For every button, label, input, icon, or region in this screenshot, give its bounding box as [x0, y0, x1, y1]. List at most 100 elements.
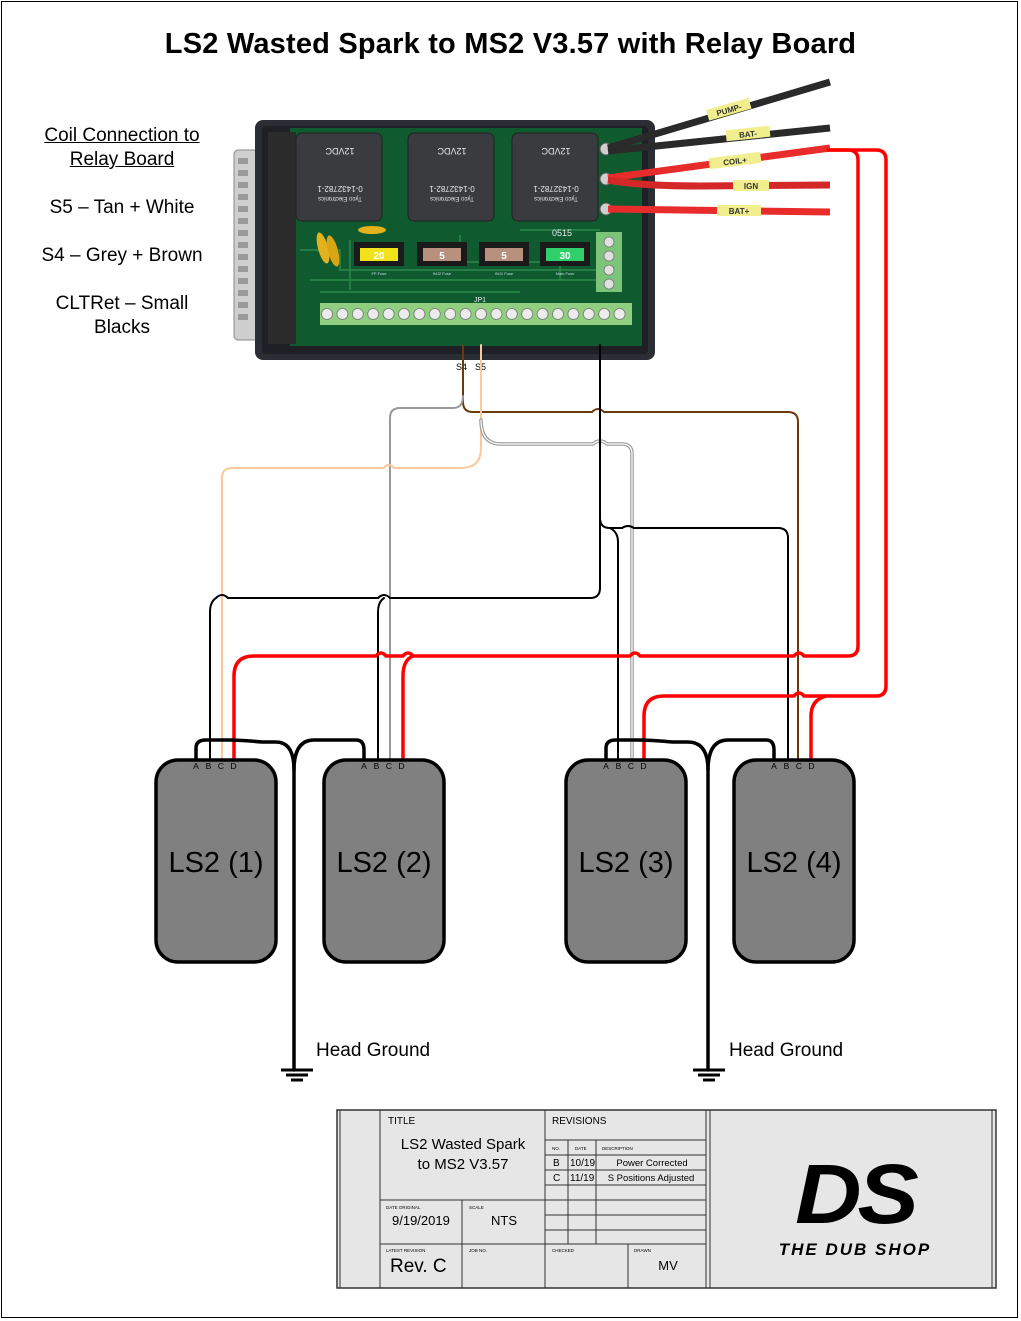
relay-3: 12VDC 0-1432782-1 Tyco Electronics	[511, 132, 599, 222]
jp1-screw-terminal	[367, 308, 380, 320]
tb-revisions-label: REVISIONS	[552, 1116, 607, 1127]
jp1-screw-terminal	[336, 308, 349, 320]
capacitor	[316, 232, 330, 264]
tb-rev-no: C	[553, 1173, 560, 1184]
coil-label: LS2 (2)	[336, 847, 431, 879]
the-dub-shop-logo: DS THE DUB SHOP	[779, 1147, 929, 1259]
coil-body	[154, 758, 278, 964]
wire-s5-white-core	[480, 419, 633, 767]
coil-connection-notes: Coil Connection to Relay Board S5 – Tan …	[22, 124, 222, 364]
coil-pin-label-d: D	[398, 761, 404, 771]
fuse-label: INJ2 Fuse	[433, 271, 452, 276]
head-ground-label-right: Head Ground	[729, 1040, 843, 1061]
tb-title-label: TITLE	[388, 1116, 416, 1127]
tag-coil-pos: COIL+	[723, 156, 748, 168]
tb-date-original-label: DATE ORIGINAL	[386, 1205, 421, 1210]
jp1-screw-terminal	[598, 308, 611, 320]
relay-voltage: 12VDC	[325, 146, 355, 156]
tb-scale: NTS	[491, 1213, 517, 1228]
coil-pin-label-d: D	[230, 761, 236, 771]
fuse-rating: 20	[373, 251, 385, 262]
wire-ground-left	[194, 738, 296, 1072]
wire-s4-grey	[389, 395, 464, 767]
coil-pin-label-b: B	[206, 761, 212, 771]
tag-pump-neg: PUMP-	[715, 102, 743, 118]
note-s5: S5 – Tan + White	[49, 197, 195, 218]
fuse-rating: 5	[439, 251, 445, 262]
fuse-rating: 5	[501, 251, 507, 262]
wire-ground-right	[604, 738, 710, 1072]
coil-pin-label-c: C	[796, 761, 802, 771]
coil-pin-label-c: C	[218, 761, 224, 771]
wire-s4-brown	[462, 344, 799, 767]
jp1-screw-terminal	[582, 308, 595, 320]
tb-drawn-label: DRAWN	[634, 1248, 651, 1253]
tb-rev-description: Power Corrected	[616, 1158, 687, 1169]
jp1-screw-terminal	[382, 308, 395, 320]
wire-ground-left-coil2	[292, 738, 366, 772]
tb-rev-description: S Positions Adjusted	[608, 1173, 695, 1184]
coil-label: LS2 (3)	[578, 847, 673, 879]
relay-part: 0-1432782-1	[317, 184, 363, 193]
wire-coil-pos-red-c	[642, 148, 888, 768]
jp1-screw-terminal	[521, 308, 534, 320]
note-cltret: CLTRet – Small Blacks	[22, 292, 222, 340]
coil-label: LS2 (4)	[746, 847, 841, 879]
tb-rev-no: B	[553, 1158, 560, 1169]
wire-cltret-black-right	[599, 517, 789, 767]
note-s4: S4 – Grey + Brown	[41, 245, 203, 266]
coil-body	[564, 758, 688, 964]
head-ground-label-left: Head Ground	[316, 1040, 430, 1061]
fuse-inj2: 5 INJ2 Fuse	[417, 242, 467, 276]
relay-2: 12VDC 0-1432782-1 Tyco Electronics	[407, 132, 495, 222]
capacitor	[326, 235, 340, 267]
relay-voltage: 12VDC	[437, 146, 467, 156]
s4-output-label: S4	[456, 362, 467, 372]
relay-maker: Tyco Electronics	[318, 195, 362, 201]
coil-pin-label-c: C	[628, 761, 634, 771]
coil-body	[732, 758, 856, 964]
jp1-screw-terminal	[613, 308, 626, 320]
fuse-fp: 20 FP Fuse	[354, 242, 404, 276]
fuse-label: Main Fuse	[556, 271, 575, 276]
coil-pin-label-d: D	[640, 761, 646, 771]
relay-voltage: 12VDC	[541, 146, 571, 156]
tb-rev-header-date: DATE	[575, 1146, 587, 1151]
jp1-screw-terminal	[490, 308, 503, 320]
relay-part: 0-1432782-1	[533, 184, 579, 193]
title-block: TITLE LS2 Wasted Spark to MS2 V3.57 REVI…	[336, 1109, 997, 1289]
wire-cltret-black-main	[209, 344, 601, 767]
relay-maker: Tyco Electronics	[534, 195, 578, 201]
tb-scale-label: SCALE	[469, 1205, 484, 1210]
coil-pin-label-a: A	[361, 761, 367, 771]
tb-title-line2: to MS2 V3.57	[418, 1156, 509, 1173]
board-code: 0515	[552, 228, 572, 238]
fuse-inj1: 5 INJ1 Fuse	[479, 242, 529, 276]
coil-pin-label-a: A	[771, 761, 777, 771]
jp1-screw-terminal	[351, 308, 364, 320]
note-cltret-line1: CLTRet – Small	[55, 293, 189, 314]
header-label: JP1	[474, 297, 486, 304]
coil-label: LS2 (1)	[168, 847, 263, 879]
tb-rev-header-description: DESCRIPTION	[602, 1146, 633, 1151]
jp1-screw-terminal	[321, 308, 333, 320]
tag-bat-pos: BAT+	[729, 207, 750, 216]
coil-pin-label-a: A	[603, 761, 609, 771]
jp1-screw-terminal	[459, 308, 472, 320]
lead-bat-neg	[607, 124, 831, 155]
tb-latest-revision: Rev. C	[390, 1256, 447, 1277]
tb-job-no-label: JOB NO.	[469, 1248, 487, 1253]
jp1-screw-terminal	[505, 308, 518, 320]
logo-mark: DS	[795, 1147, 919, 1242]
ground-symbol-left	[281, 1068, 313, 1082]
jp1-screw-terminal	[413, 308, 426, 320]
fuse-rating: 30	[559, 251, 571, 262]
wire-coil-pos-red-d	[809, 694, 828, 768]
coil-pin-label-b: B	[616, 761, 622, 771]
wire-s5-white	[479, 418, 634, 768]
